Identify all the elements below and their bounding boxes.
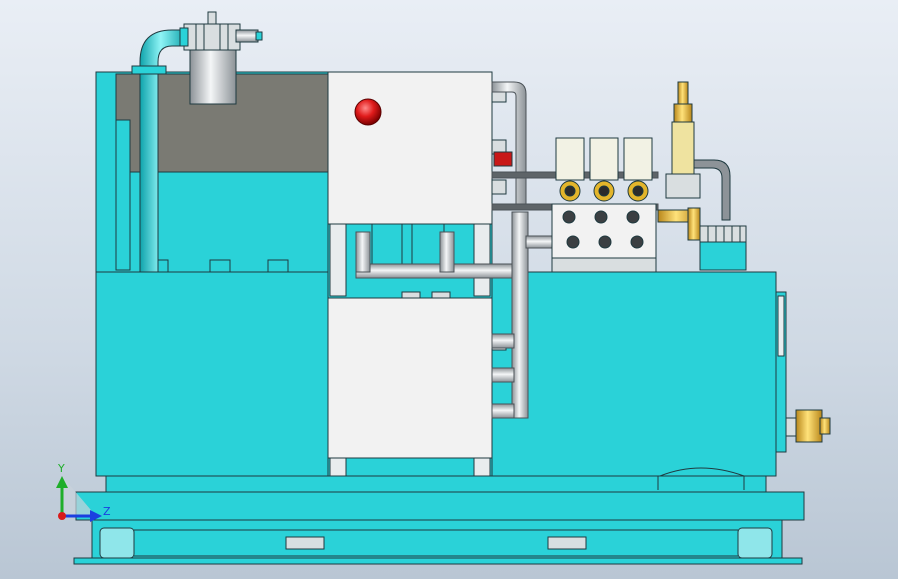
base-skid — [73, 475, 805, 565]
y-axis-label: Y — [57, 462, 65, 475]
solenoid-valve-3[interactable] — [623, 137, 653, 202]
pressure-regulator — [657, 81, 747, 271]
side-outlet-fitting — [785, 409, 831, 443]
red-indicator-knob[interactable] — [354, 98, 382, 126]
axis-triad: Y Z — [56, 462, 111, 522]
filler-cap — [131, 11, 263, 273]
valve-manifold — [551, 203, 657, 273]
z-axis-label: Z — [103, 505, 111, 518]
solenoid-valve-2[interactable] — [589, 137, 619, 202]
motor-pump-housing — [327, 71, 513, 477]
solenoid-valve-1[interactable] — [555, 137, 585, 202]
